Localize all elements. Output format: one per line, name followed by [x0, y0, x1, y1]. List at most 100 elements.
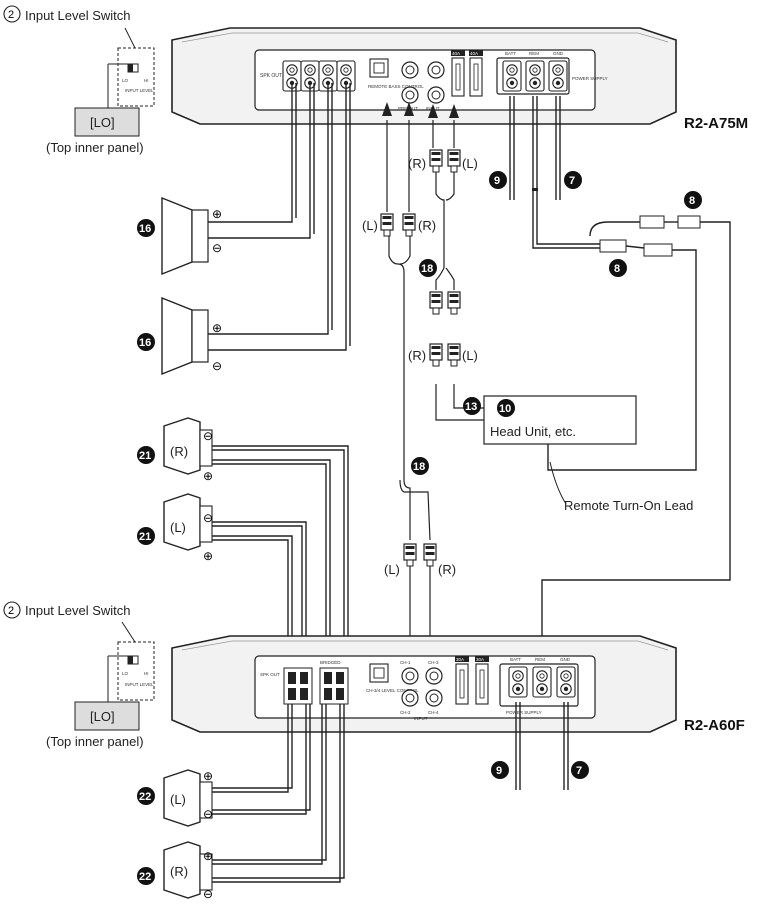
badge-16-lower: 16: [139, 337, 151, 349]
switch-top-label: Input Level Switch: [25, 8, 131, 23]
sp21a-plus: ⊕: [203, 469, 213, 483]
sp21b-minus: ⊖: [203, 511, 213, 525]
head-unit-label: Head Unit, etc.: [490, 424, 576, 439]
amp-bottom-spk-out-label: SPK OUT: [260, 672, 280, 677]
speaker-22-upper: (L) ⊕ ⊖: [163, 769, 213, 827]
amp-top-model: R2-A75M: [684, 115, 748, 132]
amp-bottom: SPK OUT BRIDGED CH-3/4 LEVEL CONTROL CH-…: [171, 635, 677, 733]
amp-top-spk-out-label: SPK OUT: [260, 73, 282, 79]
badge-18-upper: 18: [421, 263, 433, 275]
speaker-22-lower: (R) ⊕ ⊖: [163, 841, 213, 901]
switch-bottom-input-level: INPUT LEVEL: [125, 682, 154, 687]
rca-head-L: (L): [462, 348, 478, 363]
rca-head-R: (R): [408, 348, 426, 363]
amp-top-gnd-label: GND: [553, 51, 564, 56]
switch-top-caption: (Top inner panel): [46, 140, 144, 155]
switch-top-lo: LO: [122, 78, 129, 83]
remote-lead-label: Remote Turn-On Lead: [564, 498, 693, 513]
amp-bottom-fuse2-label: 30A: [476, 657, 484, 662]
badge-21-upper: 21: [139, 450, 151, 462]
amp-bottom-ch1: CH-1: [400, 660, 411, 665]
switch-bottom-panel-label: [LO]: [90, 709, 115, 724]
rca-preout-cables: [386, 120, 431, 541]
rca-lower-R: (R): [438, 562, 456, 577]
speaker-16-upper: ⊕ ⊖: [161, 196, 222, 276]
badge-10: 10: [499, 403, 511, 415]
amp-top: SPK OUT REMOTE BASS CONTROL PRE OUT INPU…: [171, 27, 677, 125]
amp-bottom-power-supply-label: POWER SUPPLY: [506, 710, 542, 715]
rca-upper-left-L: (L): [362, 218, 378, 233]
sp16b-plus: ⊕: [212, 321, 222, 335]
switch-bottom-number: 2: [8, 605, 14, 617]
switch-bottom-caption: (Top inner panel): [46, 734, 144, 749]
sp22b-label: (R): [170, 864, 188, 879]
sp22a-plus: ⊕: [203, 769, 213, 783]
rca-input-R: (R): [408, 156, 426, 171]
connector-8-lower: [599, 239, 673, 257]
switch-bottom-hi: HI: [144, 671, 149, 676]
switch-top-number: 2: [8, 9, 14, 21]
badge-7-upper: 7: [569, 175, 575, 187]
badge-9-upper: 9: [494, 175, 500, 187]
amp-top-power-terminals: [502, 60, 568, 92]
rca-upper-left-R: (R): [418, 218, 436, 233]
sp22b-minus: ⊖: [203, 887, 213, 901]
rca-input-cables: [432, 120, 484, 421]
amp-bottom-ch3: CH-3: [428, 660, 439, 665]
amp-top-fuse1-label: 40A: [452, 51, 460, 56]
amp-bottom-gnd-label: GND: [560, 657, 571, 662]
switch-top-input-level: INPUT LEVEL: [125, 88, 154, 93]
badge-18-lower: 18: [413, 461, 425, 473]
sp21b-label: (L): [170, 520, 186, 535]
amp-bottom-power-terminals: [508, 666, 576, 698]
sp22a-label: (L): [170, 792, 186, 807]
amp-bottom-spk-terminals: [283, 667, 349, 705]
badge-13: 13: [465, 401, 477, 413]
sp16a-plus: ⊕: [212, 207, 222, 221]
amp-bottom-ch2: CH-2: [400, 710, 411, 715]
amp-bottom-fuse1-label: 30A: [456, 657, 464, 662]
amp-top-fuses: [451, 50, 483, 97]
amp-top-power-supply-label: POWER SUPPLY: [572, 76, 608, 81]
speaker-16-lower: ⊕ ⊖: [161, 296, 222, 376]
badge-22-upper: 22: [139, 791, 151, 803]
switch-bottom-label: Input Level Switch: [25, 603, 131, 618]
amp-bottom-input-label: INPUT: [414, 716, 428, 721]
bottom-power-wires: [515, 702, 569, 790]
connector-8-upper: [639, 215, 701, 229]
speaker-21-wires: [212, 445, 349, 668]
sp22a-minus: ⊖: [203, 807, 213, 821]
amp-top-spk-terminals: [282, 60, 356, 92]
badges: 16 16 21 21 22 22 18 18 13 10 9 7 9 7 8 …: [137, 171, 702, 885]
top-speaker-wires: [208, 83, 351, 351]
switch-bottom: 2 Input Level Switch LO HI INPUT LEVEL […: [3, 601, 155, 749]
amp-bottom-ch34-label: CH-3/4 LEVEL CONTROL: [366, 688, 419, 693]
speaker-21-lower: (L) ⊖ ⊕: [163, 493, 213, 563]
amp-top-fuse2-label: 40A: [470, 51, 478, 56]
amp-top-rem-label: REM: [529, 51, 539, 56]
rca-lower-L: (L): [384, 562, 400, 577]
badge-8-upper: 8: [689, 195, 695, 207]
sp16a-minus: ⊖: [212, 241, 222, 255]
amp-bottom-model: R2-A60F: [684, 717, 745, 734]
sp21a-label: (R): [170, 444, 188, 459]
amp-top-remote-bass-label: REMOTE BASS CONTROL: [368, 84, 424, 89]
badge-22-lower: 22: [139, 871, 151, 883]
rca-input-L: (L): [462, 156, 478, 171]
amp-bottom-fuses: [455, 656, 489, 705]
amp-bottom-rca-jacks: [401, 667, 443, 707]
top-power-wires: [509, 96, 731, 700]
sp16b-minus: ⊖: [212, 359, 222, 373]
switch-top-hi: HI: [144, 78, 149, 83]
amp-bottom-bridged-label: BRIDGED: [320, 660, 341, 665]
speaker-22-wires: [212, 704, 345, 883]
switch-top: 2 Input Level Switch LO HI INPUT LEVEL […: [3, 5, 155, 155]
badge-16-upper: 16: [139, 223, 151, 235]
sp21b-plus: ⊕: [203, 549, 213, 563]
switch-bottom-lo: LO: [122, 671, 129, 676]
switch-top-panel-label: [LO]: [90, 115, 115, 130]
amp-bottom-rem-label: REM: [535, 657, 545, 662]
amp-top-batt-label: BATT: [505, 51, 516, 56]
